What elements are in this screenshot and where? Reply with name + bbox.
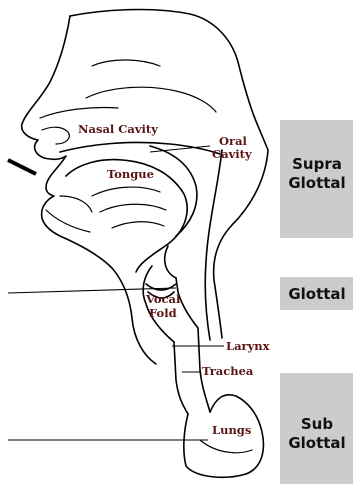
label-supra: Supra <box>292 155 342 173</box>
label-sub-glottal: Glottal <box>288 434 345 452</box>
label-oral: Oral <box>219 134 248 148</box>
label-fold: Fold <box>149 306 177 320</box>
label-nasal-cavity: Nasal Cavity <box>78 122 158 136</box>
mouth-pointer <box>8 160 36 174</box>
label-supra-glottal: Glottal <box>288 174 345 192</box>
label-trachea: Trachea <box>202 364 254 378</box>
label-larynx: Larynx <box>226 339 270 353</box>
label-cavity: Cavity <box>212 147 252 161</box>
label-glottal: Glottal <box>288 285 345 303</box>
label-lungs: Lungs <box>212 423 251 437</box>
label-sub: Sub <box>301 415 333 433</box>
head-outline <box>22 10 268 478</box>
label-tongue: Tongue <box>107 167 154 181</box>
label-vocal: Vocal <box>145 292 181 306</box>
